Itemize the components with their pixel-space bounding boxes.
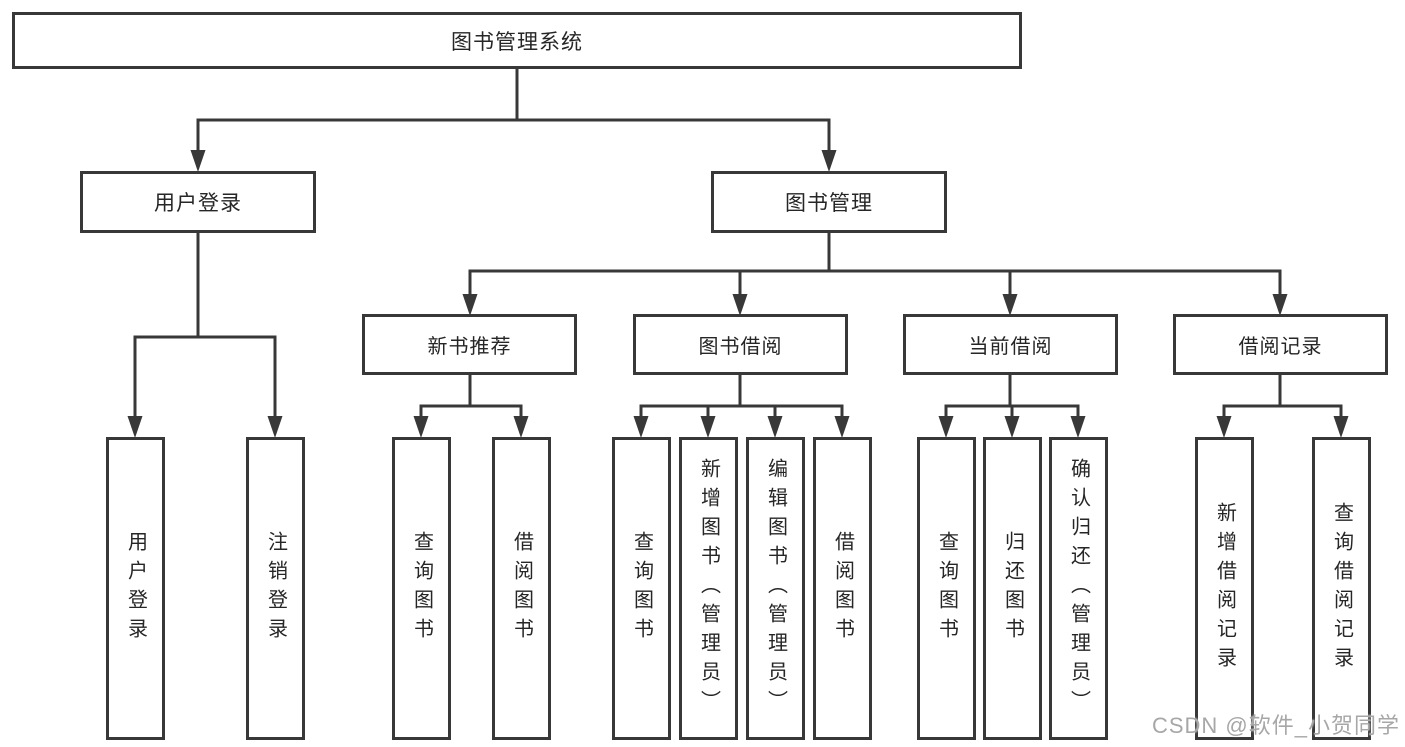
leaf-edit-book-admin: 编辑图书（管理员） xyxy=(746,437,805,740)
leaf-borrow-book: 借阅图书 xyxy=(813,437,872,740)
node-new-book-recommendation: 新书推荐 xyxy=(362,314,577,375)
leaf-query-book: 查询图书 xyxy=(392,437,451,740)
leaf-return-book: 归还图书 xyxy=(983,437,1042,740)
leaf-label: 注销登录 xyxy=(264,530,287,647)
node-label: 用户登录 xyxy=(154,192,242,215)
leaf-label: 查询图书 xyxy=(410,530,433,647)
leaf-label: 用户登录 xyxy=(124,530,147,647)
node-borrowing-records: 借阅记录 xyxy=(1173,314,1388,375)
leaf-add-borrow-record: 新增借阅记录 xyxy=(1195,437,1254,740)
leaf-query-book: 查询图书 xyxy=(612,437,671,740)
leaf-label: 查询图书 xyxy=(630,530,653,647)
node-label: 图书管理 xyxy=(785,192,873,215)
leaf-label: 新增图书（管理员） xyxy=(697,458,720,719)
node-label: 借阅记录 xyxy=(1238,336,1323,358)
leaf-logout: 注销登录 xyxy=(246,437,305,740)
leaf-label: 新增借阅记录 xyxy=(1213,501,1236,676)
leaf-label: 确认归还（管理员） xyxy=(1067,458,1090,719)
node-label: 当前借阅 xyxy=(968,336,1053,358)
node-library-management-system: 图书管理系统 xyxy=(12,12,1022,69)
leaf-label: 归还图书 xyxy=(1001,530,1024,647)
leaf-borrow-book: 借阅图书 xyxy=(492,437,551,740)
node-label: 图书借阅 xyxy=(698,336,783,358)
leaf-label: 借阅图书 xyxy=(831,530,854,647)
node-user-login: 用户登录 xyxy=(80,171,316,233)
leaf-label: 查询图书 xyxy=(935,530,958,647)
leaf-label: 查询借阅记录 xyxy=(1330,501,1353,676)
node-label: 新书推荐 xyxy=(427,336,512,358)
leaf-confirm-return-admin: 确认归还（管理员） xyxy=(1049,437,1108,740)
leaf-add-book-admin: 新增图书（管理员） xyxy=(679,437,738,740)
csdn-watermark: CSDN @软件_小贺同学 xyxy=(1151,713,1400,738)
leaf-label: 借阅图书 xyxy=(510,530,533,647)
leaf-label: 编辑图书（管理员） xyxy=(764,458,787,719)
leaf-query-borrow-record: 查询借阅记录 xyxy=(1312,437,1371,740)
node-current-borrowing: 当前借阅 xyxy=(903,314,1118,375)
node-book-borrowing: 图书借阅 xyxy=(633,314,848,375)
node-book-management: 图书管理 xyxy=(711,171,947,233)
leaf-query-book: 查询图书 xyxy=(917,437,976,740)
leaf-user-login: 用户登录 xyxy=(106,437,165,740)
node-label: 图书管理系统 xyxy=(451,30,583,54)
